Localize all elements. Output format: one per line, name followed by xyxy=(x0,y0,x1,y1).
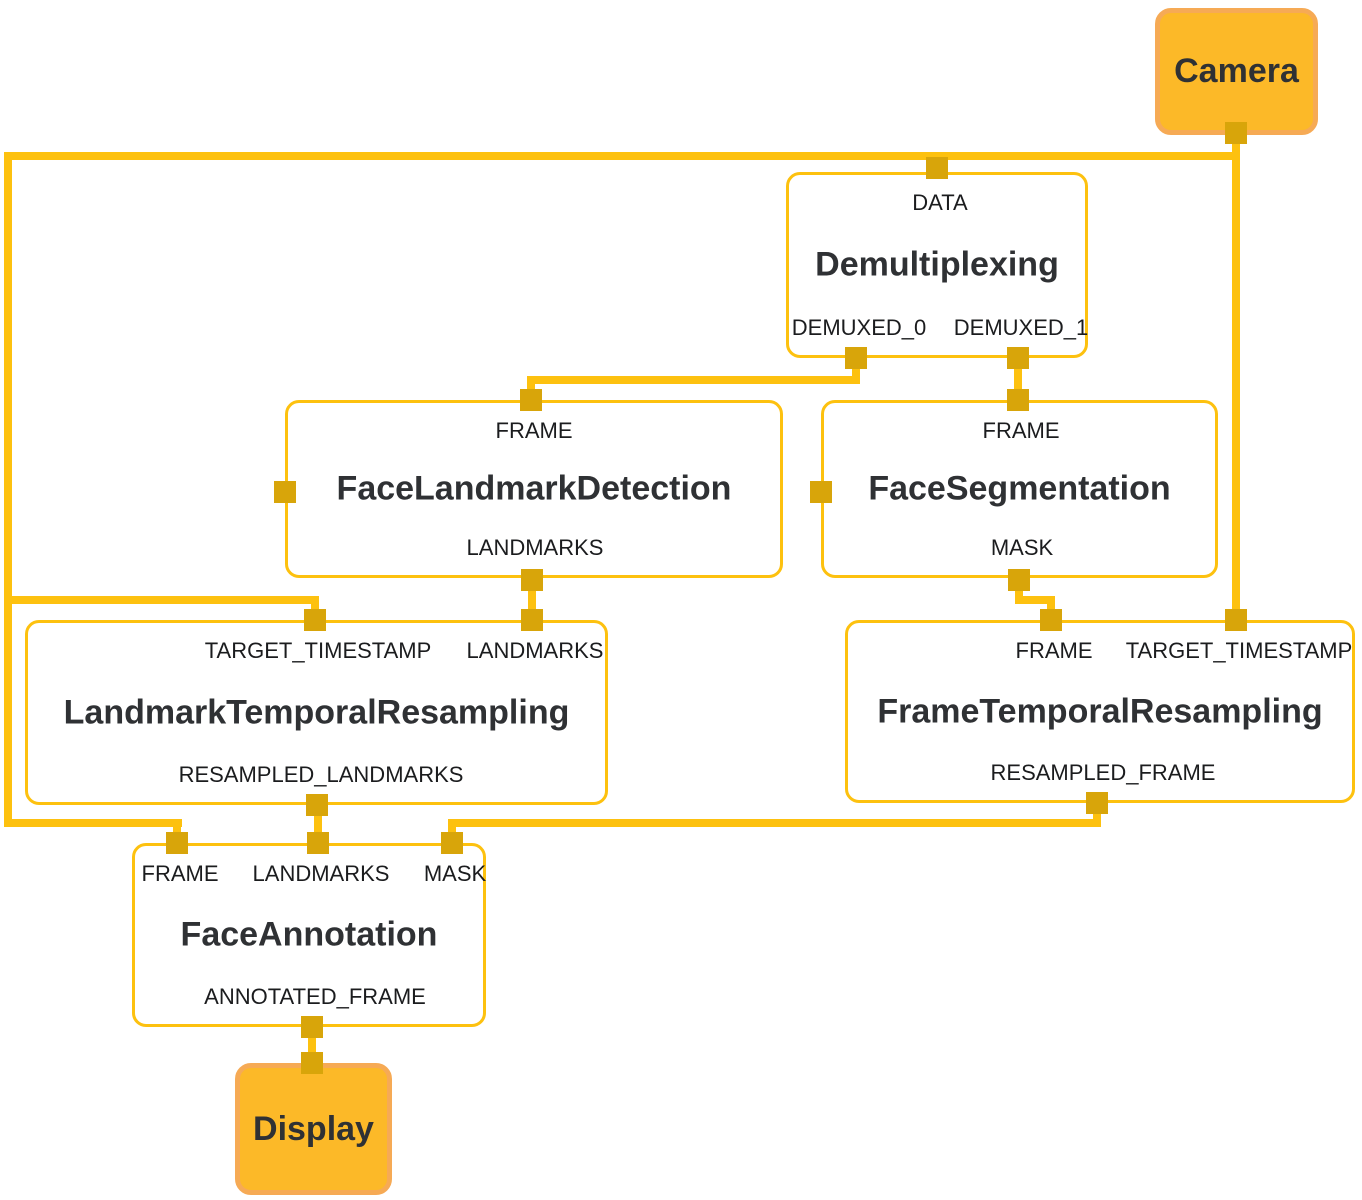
port-face-segmentation-frame xyxy=(1007,389,1029,411)
node-camera[interactable]: Camera xyxy=(1155,8,1318,135)
edge-demuxed1-v xyxy=(1014,358,1022,404)
node-landmark-temporal-resampling[interactable]: TARGET_TIMESTAMP LANDMARKS LandmarkTempo… xyxy=(25,620,608,805)
edge-demuxed0-h xyxy=(527,376,860,384)
node-title-face-annotation: FaceAnnotation xyxy=(180,915,438,954)
edge-demuxed0-v1 xyxy=(852,358,860,384)
node-frame-temporal-resampling[interactable]: FRAME TARGET_TIMESTAMP FrameTemporalResa… xyxy=(845,620,1355,803)
port-label-target-timestamp: TARGET_TIMESTAMP xyxy=(1125,638,1353,663)
port-face-segmentation-mask xyxy=(1008,569,1030,591)
port-camera-out xyxy=(1225,122,1247,144)
port-face-annotation-mask xyxy=(441,832,463,854)
port-demultiplexing-demuxed-1 xyxy=(1007,347,1029,369)
port-label-demuxed-0: DEMUXED_0 xyxy=(791,315,927,340)
port-label-target-timestamp: TARGET_TIMESTAMP xyxy=(204,638,432,663)
edge-camera-vertical xyxy=(1232,133,1240,624)
port-label-frame: FRAME xyxy=(495,418,573,443)
edge-landmarks-v xyxy=(528,578,536,624)
port-frame-temporal-resampling-target-timestamp xyxy=(1225,609,1247,631)
port-face-landmark-detection-side xyxy=(274,481,296,503)
edge-camera-rail xyxy=(4,152,1240,160)
port-label-mask: MASK xyxy=(990,535,1054,560)
edge-resampled-frame-v1 xyxy=(1093,803,1101,827)
port-label-resampled-landmarks: RESAMPLED_LANDMARKS xyxy=(178,762,464,787)
edge-mask-v1 xyxy=(1015,580,1023,604)
port-label-landmarks: LANDMARKS xyxy=(466,638,604,663)
node-face-annotation[interactable]: FRAME LANDMARKS MASK FaceAnnotation ANNO… xyxy=(132,843,486,1027)
port-frame-temporal-resampling-frame xyxy=(1040,609,1062,631)
edge-annotated-frame-v xyxy=(308,1027,316,1067)
port-label-demuxed-1: DEMUXED_1 xyxy=(953,315,1089,340)
port-label-landmarks: LANDMARKS xyxy=(252,861,390,886)
edge-target-timestamp-jog-h xyxy=(4,596,316,604)
node-demultiplexing[interactable]: DATA Demultiplexing DEMUXED_0 DEMUXED_1 xyxy=(786,172,1088,358)
node-title-camera: Camera xyxy=(1174,52,1299,90)
edge-resampled-landmarks-v xyxy=(314,805,322,847)
port-label-frame: FRAME xyxy=(982,418,1060,443)
port-landmark-temporal-resampling-target-timestamp xyxy=(304,609,326,631)
port-frame-temporal-resampling-resampled-frame xyxy=(1086,792,1108,814)
port-label-annotated-frame: ANNOTATED_FRAME xyxy=(204,984,426,1009)
port-face-landmark-detection-landmarks xyxy=(521,569,543,591)
node-title-demultiplexing: Demultiplexing xyxy=(815,245,1059,284)
port-face-segmentation-side xyxy=(810,481,832,503)
port-label-mask: MASK xyxy=(423,861,487,886)
edge-frame-jog-h xyxy=(4,819,182,827)
port-face-annotation-landmarks xyxy=(307,832,329,854)
node-title-face-landmark-detection: FaceLandmarkDetection xyxy=(336,469,732,508)
node-title-landmark-temporal-resampling: LandmarkTemporalResampling xyxy=(63,693,570,731)
port-display-in xyxy=(301,1052,323,1074)
node-face-segmentation[interactable]: FRAME FaceSegmentation MASK xyxy=(821,400,1218,578)
node-face-landmark-detection[interactable]: FRAME FaceLandmarkDetection LANDMARKS xyxy=(285,400,783,578)
node-title-face-segmentation: FaceSegmentation xyxy=(868,469,1171,508)
edge-mask-h xyxy=(1015,596,1055,604)
port-face-annotation-frame xyxy=(166,832,188,854)
port-landmark-temporal-resampling-landmarks xyxy=(521,609,543,631)
port-landmark-temporal-resampling-resampled-landmarks xyxy=(306,794,328,816)
node-title-frame-temporal-resampling: FrameTemporalResampling xyxy=(877,692,1323,730)
port-label-landmarks: LANDMARKS xyxy=(466,535,604,560)
port-demultiplexing-demuxed-0 xyxy=(845,347,867,369)
port-label-frame: FRAME xyxy=(1015,638,1093,663)
edge-resampled-frame-h xyxy=(448,819,1101,827)
port-face-annotation-annotated-frame xyxy=(301,1016,323,1038)
node-display[interactable]: Display xyxy=(235,1063,392,1195)
port-face-landmark-detection-frame xyxy=(520,389,542,411)
port-demultiplexing-data xyxy=(926,157,948,179)
port-label-frame: FRAME xyxy=(141,861,219,886)
node-title-display: Display xyxy=(253,1109,374,1148)
edge-left-vertical xyxy=(4,152,12,827)
port-label-resampled-frame: RESAMPLED_FRAME xyxy=(990,760,1216,785)
port-label-data: DATA xyxy=(912,190,968,215)
